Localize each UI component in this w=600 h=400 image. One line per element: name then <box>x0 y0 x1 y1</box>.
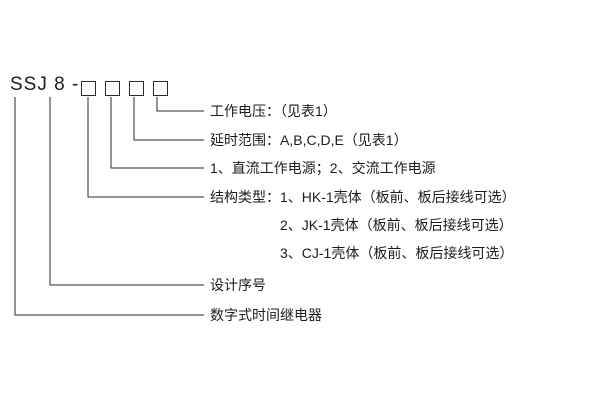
line-box3-delay-range <box>133 97 204 141</box>
label-structure-type-row: 结构类型：1、HK-1壳体（板前、板后接线可选） <box>210 190 516 205</box>
label-design-serial: 设计序号 <box>210 277 266 293</box>
line-prefix-product-name <box>14 97 204 316</box>
line-box4-working-voltage <box>156 97 204 112</box>
structure-option-1: 1、HK-1壳体（板前、板后接线可选） <box>280 189 516 205</box>
model-digit-boxes <box>81 81 168 96</box>
line-box1-structure-type <box>87 97 204 198</box>
label-power-supply: 1、直流工作电源；2、交流工作电源 <box>210 160 436 176</box>
line-box2-power-supply <box>110 97 204 169</box>
structure-option-2: 2、JK-1壳体（板前、板后接线可选） <box>280 217 513 233</box>
label-delay-range: 延时范围：A,B,C,D,E（见表1） <box>210 132 408 148</box>
model-prefix: SSJ 8 - <box>10 74 80 95</box>
label-working-voltage: 工作电压：（见表1） <box>210 103 337 119</box>
label-product-name: 数字式时间继电器 <box>210 307 322 323</box>
digit-box-2 <box>105 81 120 96</box>
line-digit-design-serial <box>49 97 204 286</box>
digit-box-4 <box>153 81 168 96</box>
structure-type-caption: 结构类型： <box>210 189 280 205</box>
structure-option-3: 3、CJ-1壳体（板前、板后接线可选） <box>280 245 514 261</box>
digit-box-1 <box>81 81 96 96</box>
digit-box-3 <box>129 81 144 96</box>
